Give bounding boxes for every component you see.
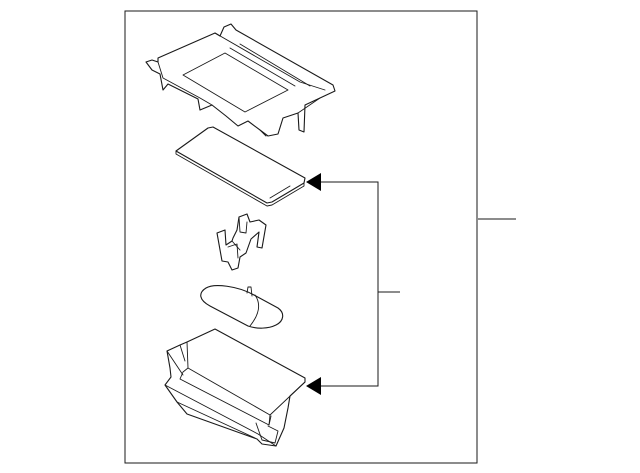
subassembly-leader <box>306 173 400 395</box>
arrowhead-upper <box>306 173 321 191</box>
bracket-leader-line <box>320 181 379 387</box>
bracket-clip <box>216 213 267 271</box>
upper-cover-panel <box>145 23 336 137</box>
storage-bin-base <box>164 328 306 447</box>
flat-mat-pad <box>175 126 306 207</box>
arrowhead-lower <box>306 377 321 395</box>
oval-latch-button <box>200 285 284 329</box>
